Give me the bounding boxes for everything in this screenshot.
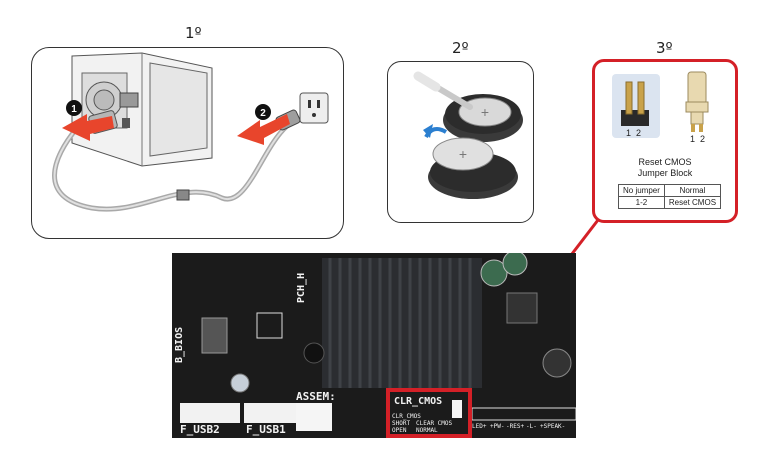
step-3-label: 3º [656,39,673,57]
clr-cmos-small-label: CLR_CMOS [392,413,421,420]
bios-label: B_BIOS [174,326,185,363]
led-label: LED+ [472,423,487,430]
open-label: OPEN [392,427,407,434]
speak-label: +SPEAK- [540,423,566,430]
jumper-table: No jumper Normal 1-2 Reset CMOS [618,184,722,209]
step-2-label: 2º [452,39,469,57]
pw-label: +PW- [490,423,505,430]
cmos-battery-illustration: + + [413,71,523,199]
jumper-block-panel: 1 2 1 2 Reset CMOS Jumper Block No jumpe… [592,59,738,223]
svg-text:+: + [459,146,467,162]
table-cell: Reset CMOS [663,196,722,209]
short-label: SHORT [392,420,411,427]
clr-cmos-highlight [386,388,472,438]
table-row: No jumper Normal [618,184,722,197]
remove-battery-panel: + + [387,61,534,223]
arrow-1-icon [62,114,114,141]
jumper-title-line1: Reset CMOS [638,157,692,167]
jumper-illustration [612,71,709,138]
svg-text:+: + [481,104,489,120]
unplug-power-panel: 1 2 [31,47,344,239]
res-label: -RES+ [506,423,525,430]
table-row: 1-2 Reset CMOS [618,196,722,209]
right-pin-numbers: 1 2 [690,134,706,144]
badge-1 [66,100,82,116]
motherboard-photo: F_USB2 F_USB1 ASSEM: B_BIOS PCH_H CLR_CM… [172,253,576,438]
l-label: -L- [526,423,537,430]
badge-2-text: 2 [260,108,266,119]
f-usb1-label: F_USB1 [246,423,286,436]
f-usb2-label: F_USB2 [180,423,220,436]
clear-cmos-label: CLEAR CMOS [416,420,453,427]
power-supply-illustration: 1 2 [52,52,329,212]
table-cell: Normal [663,184,722,197]
badge-1-text: 1 [71,104,77,115]
pch-label: PCH_H [296,272,307,303]
badge-2 [255,104,271,120]
normal-label: NORMAL [416,427,438,434]
clr-cmos-label: CLR_CMOS [394,396,443,407]
left-pin-numbers: 1 2 [626,128,642,138]
table-cell: No jumper [618,184,665,197]
motherboard-graphic [180,253,576,438]
step-1-label: 1º [185,24,202,42]
table-cell: 1-2 [618,196,665,209]
jumper-title-line2: Jumper Block [637,168,693,178]
lift-arrow-icon [423,124,433,138]
arrow-2-icon [237,114,290,145]
assem-label: ASSEM: [296,390,336,403]
